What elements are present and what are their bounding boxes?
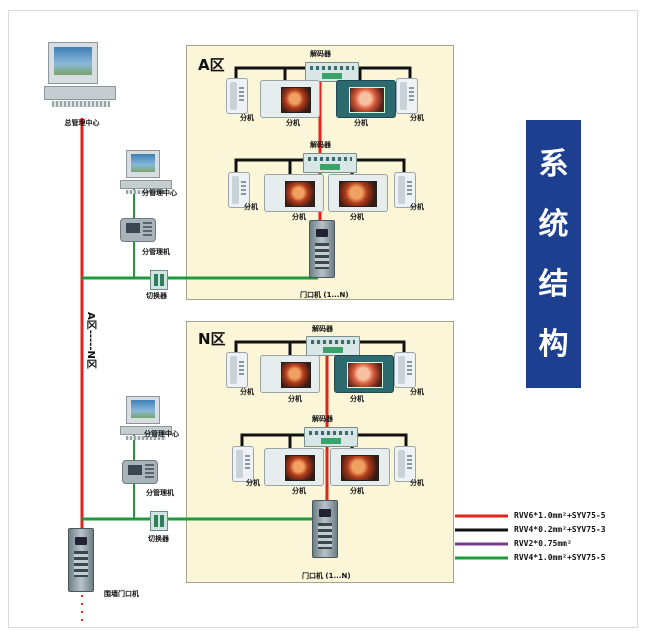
extension-n8-label: 分机 <box>410 479 424 487</box>
extension-n8-icon <box>394 446 416 482</box>
extension-a5-icon <box>228 172 250 208</box>
decoder-n2-icon <box>304 427 358 447</box>
legend-text-1: RVV6*1.0mm²+SYV75-5 <box>514 511 606 520</box>
extension-a4-icon <box>396 78 418 114</box>
extension-n3-icon <box>334 355 394 393</box>
extension-n1-icon <box>226 352 248 388</box>
title-char-3: 结 <box>538 267 569 302</box>
extension-n4-icon <box>394 352 416 388</box>
sub-manager-n-phone-icon <box>122 460 158 484</box>
extension-n5-icon <box>232 446 254 482</box>
extension-a7-icon <box>328 174 388 212</box>
extension-n5-label: 分机 <box>246 479 260 487</box>
decoder-n1-icon <box>306 336 360 356</box>
extension-n2-label: 分机 <box>288 395 302 403</box>
sub-center-a-computer-icon <box>120 150 176 198</box>
extension-a5-label: 分机 <box>244 203 258 211</box>
zone-range-label: A区-----N区 <box>85 312 96 369</box>
zone-a-label: A区 <box>198 56 225 74</box>
sub-center-a-label: 分管理中心 <box>142 189 177 197</box>
legend-text-4: RVV4*1.0mm²+SYV75-5 <box>514 553 606 562</box>
switcher-a-label: 切换器 <box>146 292 167 300</box>
sub-manager-n-label: 分管理机 <box>146 489 174 497</box>
extension-n7-icon <box>330 448 390 486</box>
legend-text-2: RVV4*0.2mm²+SYV75-3 <box>514 525 606 534</box>
extension-n1-label: 分机 <box>240 388 254 396</box>
system-structure-title-box: 系 统 结 构 <box>526 120 581 388</box>
decoder-a1-icon <box>305 62 359 82</box>
sub-manager-a-phone-icon <box>120 218 156 242</box>
extension-n2-icon <box>260 355 320 393</box>
title-char-1: 系 <box>538 147 569 182</box>
switcher-a-icon <box>150 270 168 290</box>
decoder-a2-icon <box>303 153 357 173</box>
extension-a2-icon <box>260 80 320 118</box>
door-unit-n-icon <box>312 500 338 558</box>
decoder-n1-label: 解码器 <box>312 325 333 333</box>
switcher-n-label: 切换器 <box>148 535 169 543</box>
title-char-2: 统 <box>538 207 569 242</box>
extension-a1-icon <box>226 78 248 114</box>
wall-door-unit-label: 围墙门口机 <box>104 590 139 598</box>
door-unit-a-label: 门口机 (1...N) <box>300 291 349 299</box>
extension-a4-label: 分机 <box>410 114 424 122</box>
decoder-a2-label: 解码器 <box>310 141 331 149</box>
extension-a3-label: 分机 <box>354 119 368 127</box>
zone-n-label: N区 <box>198 330 226 348</box>
switcher-n-icon <box>150 511 168 531</box>
extension-a1-label: 分机 <box>240 114 254 122</box>
extension-a7-label: 分机 <box>350 213 364 221</box>
extension-n6-label: 分机 <box>292 487 306 495</box>
extension-a8-icon <box>394 172 416 208</box>
extension-a8-label: 分机 <box>410 203 424 211</box>
door-unit-a-icon <box>309 220 335 278</box>
extension-a6-icon <box>264 174 324 212</box>
wall-door-unit-icon <box>68 528 94 592</box>
extension-a3-icon <box>336 80 396 118</box>
extension-a2-label: 分机 <box>286 119 300 127</box>
sub-manager-a-label: 分管理机 <box>142 248 170 256</box>
main-center-label: 总管理中心 <box>64 119 100 127</box>
extension-n3-label: 分机 <box>350 395 364 403</box>
decoder-a1-label: 解码器 <box>310 50 331 58</box>
extension-n7-label: 分机 <box>350 487 364 495</box>
main-center-computer-icon <box>44 42 124 112</box>
legend-text-3: RVV2*0.75mm² <box>514 539 572 548</box>
sub-center-n-label: 分管理中心 <box>144 430 179 438</box>
title-char-4: 构 <box>538 327 569 362</box>
extension-n4-label: 分机 <box>410 388 424 396</box>
decoder-n2-label: 解码器 <box>312 415 333 423</box>
sub-center-n-computer-icon <box>120 396 176 444</box>
door-unit-n-label: 门口机 (1...N) <box>302 572 351 580</box>
extension-n6-icon <box>264 448 324 486</box>
extension-a6-label: 分机 <box>292 213 306 221</box>
